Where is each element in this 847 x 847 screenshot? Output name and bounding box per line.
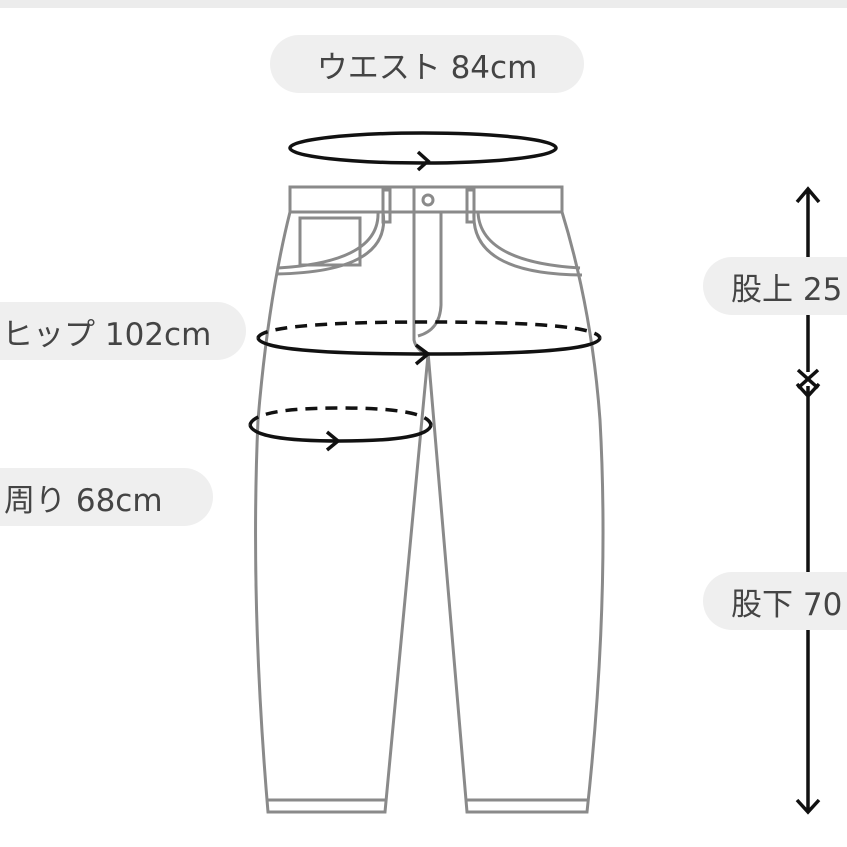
thigh-label-text: 周り 68cm <box>4 482 163 519</box>
waist-arrow-icon <box>416 150 431 172</box>
hip-arrow-icon <box>414 343 431 366</box>
measure-lines <box>248 131 821 815</box>
hip-loop <box>256 337 602 356</box>
top-bar <box>0 0 847 8</box>
waist-loop <box>288 131 558 165</box>
inseam-label-text: 股下 70 <box>731 586 843 623</box>
thigh-loop <box>248 424 433 443</box>
hip-label-text: ヒップ 102cm <box>2 316 212 353</box>
hip-label: ヒップ 102cm <box>0 302 246 360</box>
rise-label: 股上 25 <box>703 257 847 315</box>
waist-label-text: ウエスト 84cm <box>316 49 538 86</box>
thigh-dashed-arc <box>248 406 433 426</box>
thigh-label: 周り 68cm <box>0 468 213 526</box>
rise-split-icon <box>796 368 820 390</box>
hip-dashed-arc <box>256 320 602 339</box>
thigh-arrow-icon <box>325 430 341 452</box>
inseam-label: 股下 70 <box>703 572 847 630</box>
pants-outline <box>254 185 605 814</box>
rise-label-text: 股上 25 <box>731 271 843 308</box>
waist-label: ウエスト 84cm <box>270 35 584 93</box>
